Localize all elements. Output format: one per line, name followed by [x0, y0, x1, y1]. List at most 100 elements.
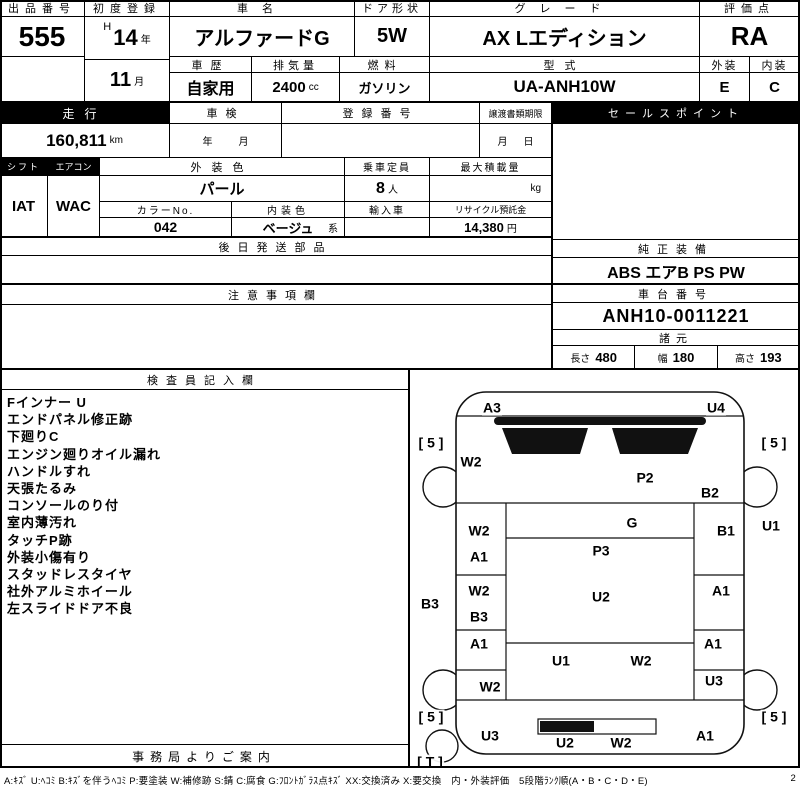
page-number: 2 — [790, 773, 796, 784]
registration-no-label: 登録番号 — [282, 103, 480, 124]
inspector-note-item: コンソールのり付 — [7, 498, 120, 514]
legend-text: A:ｷｽﾞ U:ﾍｺﾐ B:ｷｽﾞを伴うﾍｺﾐ P:要塗装 W:補修跡 S:錆 … — [4, 776, 648, 787]
interior-grade-text: C — [769, 78, 780, 96]
damage-mark: [ 5 ] — [417, 708, 445, 725]
registration-no-value — [282, 124, 480, 158]
damage-mark: A1 — [469, 548, 489, 565]
first-registration-label: 初度登録 — [85, 0, 170, 17]
damage-mark: G — [625, 514, 639, 531]
fuel-label: 燃料 — [340, 57, 430, 73]
damage-mark: B3 — [469, 608, 489, 625]
fuel-value: ガソリン — [340, 73, 430, 103]
damage-mark: A1 — [695, 727, 715, 744]
damage-mark: W2 — [467, 582, 491, 599]
interior-color-text: ベージュ — [262, 220, 314, 236]
inspector-note-item: 室内薄汚れ — [7, 515, 78, 531]
interior-grade-label: 内装 — [750, 57, 800, 73]
inspector-note-item: 社外アルミホイール — [7, 584, 133, 600]
first-reg-year-text: 14 — [113, 25, 138, 50]
recycle-deposit-label: リサイクル預託金 — [430, 202, 553, 218]
score-text: RA — [730, 21, 769, 51]
damage-mark: [ T ] — [416, 753, 444, 768]
equipment-text: ABS エアB PS PW — [607, 264, 745, 282]
fuel-text: ガソリン — [358, 80, 411, 96]
damage-mark: P2 — [635, 469, 655, 486]
height-label: 高さ — [734, 353, 755, 365]
interior-color-label: 内装色 — [232, 202, 345, 218]
capacity-unit: 人 — [387, 185, 398, 196]
inspector-note-item: ハンドルすれ — [7, 463, 92, 479]
imported-value — [345, 218, 430, 238]
grade-text: AX Lエディション — [482, 28, 647, 50]
dimension-width: 幅 180 — [635, 346, 718, 368]
interior-color-suffix: 系 — [328, 223, 338, 235]
displacement-value: 2400 cc — [252, 73, 340, 103]
score-value: RA — [700, 17, 800, 57]
inspector-note-item: タッチP跡 — [7, 532, 73, 548]
damage-mark: W2 — [609, 734, 633, 751]
car-panel-lines — [456, 415, 744, 735]
length-value: 480 — [595, 349, 618, 365]
car-name-value: アルファードG — [170, 17, 355, 57]
score-label: 評価点 — [700, 0, 800, 17]
car-top-view — [422, 391, 778, 763]
damage-mark: U1 — [551, 652, 571, 669]
color-no-label: カラーNo. — [100, 202, 232, 218]
damage-mark: W2 — [467, 522, 491, 539]
deadline-month-unit: 月 — [497, 137, 508, 148]
rear-plate-outline — [537, 718, 657, 735]
max-load-unit: kg — [530, 183, 541, 194]
transfer-deadline-value: 月 日 — [480, 124, 553, 158]
imported-label: 輸入車 — [345, 202, 430, 218]
first-registration-month: 11 月 — [85, 60, 170, 103]
auction-no-text: 555 — [18, 20, 66, 52]
length-label: 長さ — [570, 353, 591, 365]
grade-label: グレード — [430, 0, 700, 17]
height-value: 193 — [759, 349, 782, 365]
door-shape-label: ドア形状 — [355, 0, 430, 17]
damage-mark: U2 — [555, 734, 575, 751]
damage-mark: [ 5 ] — [760, 434, 788, 451]
displacement-unit: cc — [308, 81, 319, 93]
model-code-label: 型式 — [430, 57, 700, 73]
history-text: 自家用 — [186, 81, 235, 98]
inspection-label: 車検 — [170, 103, 282, 124]
inspection-value: 年 月 — [170, 124, 282, 158]
width-value: 180 — [672, 349, 695, 365]
deadline-day-unit: 日 — [523, 137, 534, 148]
auction-no-extra-cell — [0, 57, 85, 103]
displacement-text: 2400 — [272, 78, 306, 96]
mileage-unit: km — [109, 135, 123, 146]
damage-mark: U3 — [480, 727, 500, 744]
capacity-label: 乗車定員 — [345, 158, 430, 176]
damage-mark: U2 — [591, 588, 611, 605]
equipment-value: ABS エアB PS PW — [553, 258, 800, 285]
exterior-color-value: パール — [100, 176, 345, 202]
first-reg-month-text: 11 — [109, 69, 132, 91]
first-registration-year: H 14 年 — [85, 17, 170, 60]
inspector-note-item: 外装小傷有り — [7, 549, 92, 565]
mileage-label: 走行 — [0, 103, 170, 124]
damage-mark: B1 — [716, 522, 736, 539]
damage-mark: U3 — [704, 672, 724, 689]
car-name-label: 車名 — [170, 0, 355, 17]
legend: A:ｷｽﾞ U:ﾍｺﾐ B:ｷｽﾞを伴うﾍｺﾐ P:要塗装 W:補修跡 S:錆 … — [4, 773, 796, 787]
inspector-note-item: スタッドレスタイヤ — [7, 567, 133, 583]
chassis-no-text: ANH10-0011221 — [602, 305, 750, 326]
dimensions-label: 諸元 — [553, 330, 800, 346]
auction-no-value: 555 — [0, 17, 85, 57]
inspector-note-item: 左スライドドア不良 — [7, 601, 134, 617]
damage-mark: A1 — [469, 635, 489, 652]
model-code-text: UA-ANH10W — [513, 77, 616, 96]
damage-mark: P3 — [591, 542, 611, 559]
damage-mark: W2 — [459, 453, 483, 470]
damage-mark: B2 — [700, 484, 720, 501]
inspector-note-item: Fインナー U — [7, 395, 87, 410]
width-label: 幅 — [657, 353, 668, 365]
exterior-grade-value: E — [700, 73, 750, 103]
chassis-no-label: 車台番号 — [553, 285, 800, 303]
capacity-value: 8 人 — [345, 176, 430, 202]
inspector-notes-label: 検査員記入欄 — [0, 370, 410, 390]
exterior-grade-text: E — [719, 78, 730, 96]
